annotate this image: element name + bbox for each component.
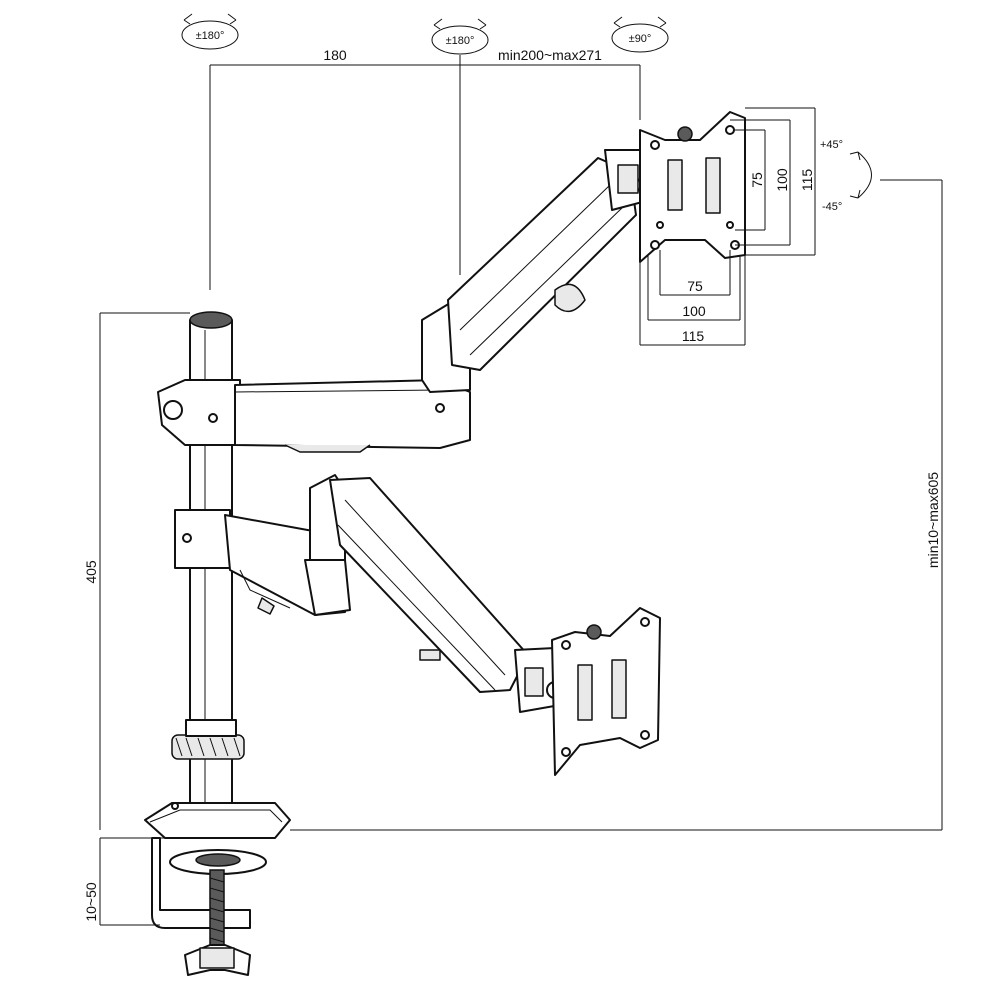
rotation-label-base: ±180° <box>196 30 225 42</box>
vesa-vertical-dimensions: 75 100 115 <box>730 107 816 256</box>
vesa-horizontal-dimensions: 75 100 115 <box>639 250 746 346</box>
vesa-h-large: 115 <box>682 328 705 344</box>
tilt-down-label: -45° <box>822 201 842 213</box>
desk-thickness-dimension: 10~50 <box>83 837 165 926</box>
lower-arm <box>174 474 564 713</box>
arm-span-dimension: 180 min200~max271 <box>209 47 641 290</box>
rotation-badge-base-arm: ±180° <box>181 13 239 50</box>
tilt-up-label: +45° <box>820 139 843 151</box>
vesa-v-mid: 100 <box>774 168 790 192</box>
pole-height-label: 405 <box>83 560 99 584</box>
upper-arm <box>157 149 654 453</box>
rotation-badge-head: ±90° <box>611 16 669 53</box>
pole-height-dimension: 405 <box>83 312 190 830</box>
pole-collar <box>171 734 245 760</box>
arm-span-1-label: 180 <box>323 47 347 63</box>
vesa-v-large: 115 <box>799 169 815 192</box>
rotation-label-mid: ±180° <box>446 35 475 47</box>
desk-thickness-label: 10~50 <box>83 882 99 922</box>
vesa-v-small: 75 <box>749 172 765 188</box>
arm-span-2-label: min200~max271 <box>498 47 602 63</box>
rotation-label-head: ±90° <box>629 33 652 45</box>
lower-vesa-plate <box>551 607 661 776</box>
tilt-indicator: +45° -45° <box>820 139 872 213</box>
rotation-badge-mid-joint: ±180° <box>431 18 489 55</box>
upper-vesa-plate <box>639 111 746 263</box>
vesa-h-mid: 100 <box>682 303 706 319</box>
desk-clamp <box>144 802 291 976</box>
vesa-h-small: 75 <box>687 278 703 294</box>
reach-range-dimension: min10~max605 <box>290 179 943 831</box>
reach-range-label: min10~max605 <box>925 472 941 568</box>
